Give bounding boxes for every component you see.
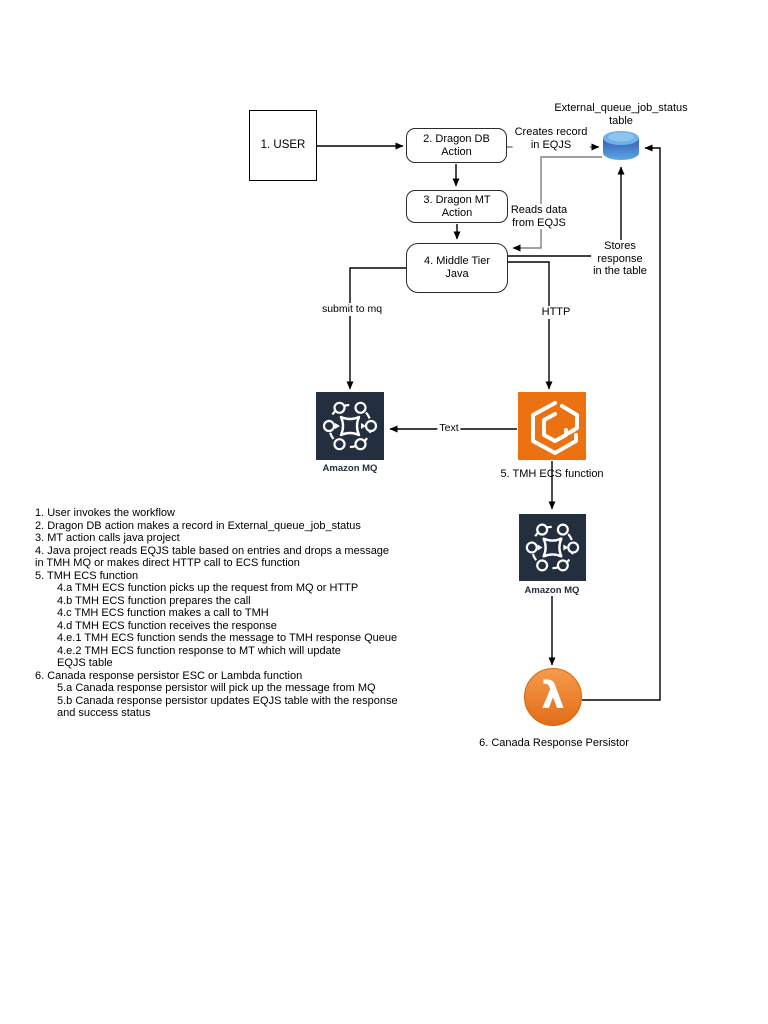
note-line: and success status [57,707,151,719]
node-user: 1. USER [249,110,317,181]
node-user-label: 1. USER [260,139,306,151]
edge-label-stores-response: Stores response in the table [591,240,649,278]
note-line: 4.a TMH ECS function picks up the reques… [57,582,359,594]
node-middle-tier-java: 4. Middle Tier Java [406,243,508,293]
lambda-caption: 6. Canada Response Persistor [479,737,629,749]
edge-middletier-to-ecs-http [508,261,553,390]
edge-middletier-to-mq1-submit [346,267,406,390]
edge-label-creates-record: Creates record in EQJS [512,126,590,151]
edge-eqjs-to-middletier-reads [512,156,602,252]
amazon-mq-icon-1 [316,392,384,465]
lambda-icon: λ [524,668,582,726]
edge-label-http: HTTP [539,306,573,319]
node-dragon-db-label: 2. Dragon DB Action [423,132,490,158]
note-line: 4.b TMH ECS function prepares the call [57,594,251,607]
eqjs-table-title-line1: External_queue_job_status [554,102,688,114]
note-line: 4.e.1 TMH ECS function sends the message… [57,632,398,644]
note-line: 4. Java project reads EQJS table based o… [35,544,390,557]
amazon-mq-2-caption: Amazon MQ [524,585,580,596]
lambda-glyph: λ [541,673,565,717]
note-line: 4.d TMH ECS function receives the respon… [57,619,277,632]
note-line: 2. Dragon DB action makes a record in Ex… [35,519,361,532]
node-dragon-mt-action: 3. Dragon MT Action [406,190,508,223]
eqjs-database-icon [602,130,640,167]
amazon-mq-icon-2 [519,514,586,586]
node-middle-tier-label-line2: Java [445,268,469,280]
note-line: 5. TMH ECS function [35,569,139,582]
edge-label-reads-data: Reads data from EQJS [508,204,570,229]
node-middle-tier-label-line1: 4. Middle Tier [423,255,491,267]
node-dragon-mt-label: 3. Dragon MT Action [423,193,491,219]
note-line: 4.e.2 TMH ECS function response to MT wh… [57,644,341,657]
edge-lambda-to-eqjs [582,144,661,701]
note-line: 1. User invokes the workflow [35,507,175,519]
ecs-function-caption: 5. TMH ECS function [500,468,604,480]
edge-label-submit-to-mq: submit to mq [319,303,385,316]
ecs-function-icon [518,392,586,465]
note-line: EQJS table [57,657,113,669]
edge-label-text: Text [437,422,461,435]
note-line: 5.b Canada response persistor updates EQ… [57,694,398,707]
eqjs-table-title-line2: table [609,114,633,127]
amazon-mq-1-caption: Amazon MQ [322,463,378,474]
note-line: 5.a Canada response persistor will pick … [57,682,376,694]
note-line: in TMH MQ or makes direct HTTP call to E… [35,557,300,569]
note-line: 4.c TMH ECS function makes a call to TMH [57,607,269,619]
note-line: 3. MT action calls java project [35,532,180,544]
eqjs-table-title: External_queue_job_status table [554,102,687,127]
node-dragon-db-action: 2. Dragon DB Action [406,128,507,163]
note-line: 6. Canada response persistor ESC or Lamb… [35,669,303,682]
